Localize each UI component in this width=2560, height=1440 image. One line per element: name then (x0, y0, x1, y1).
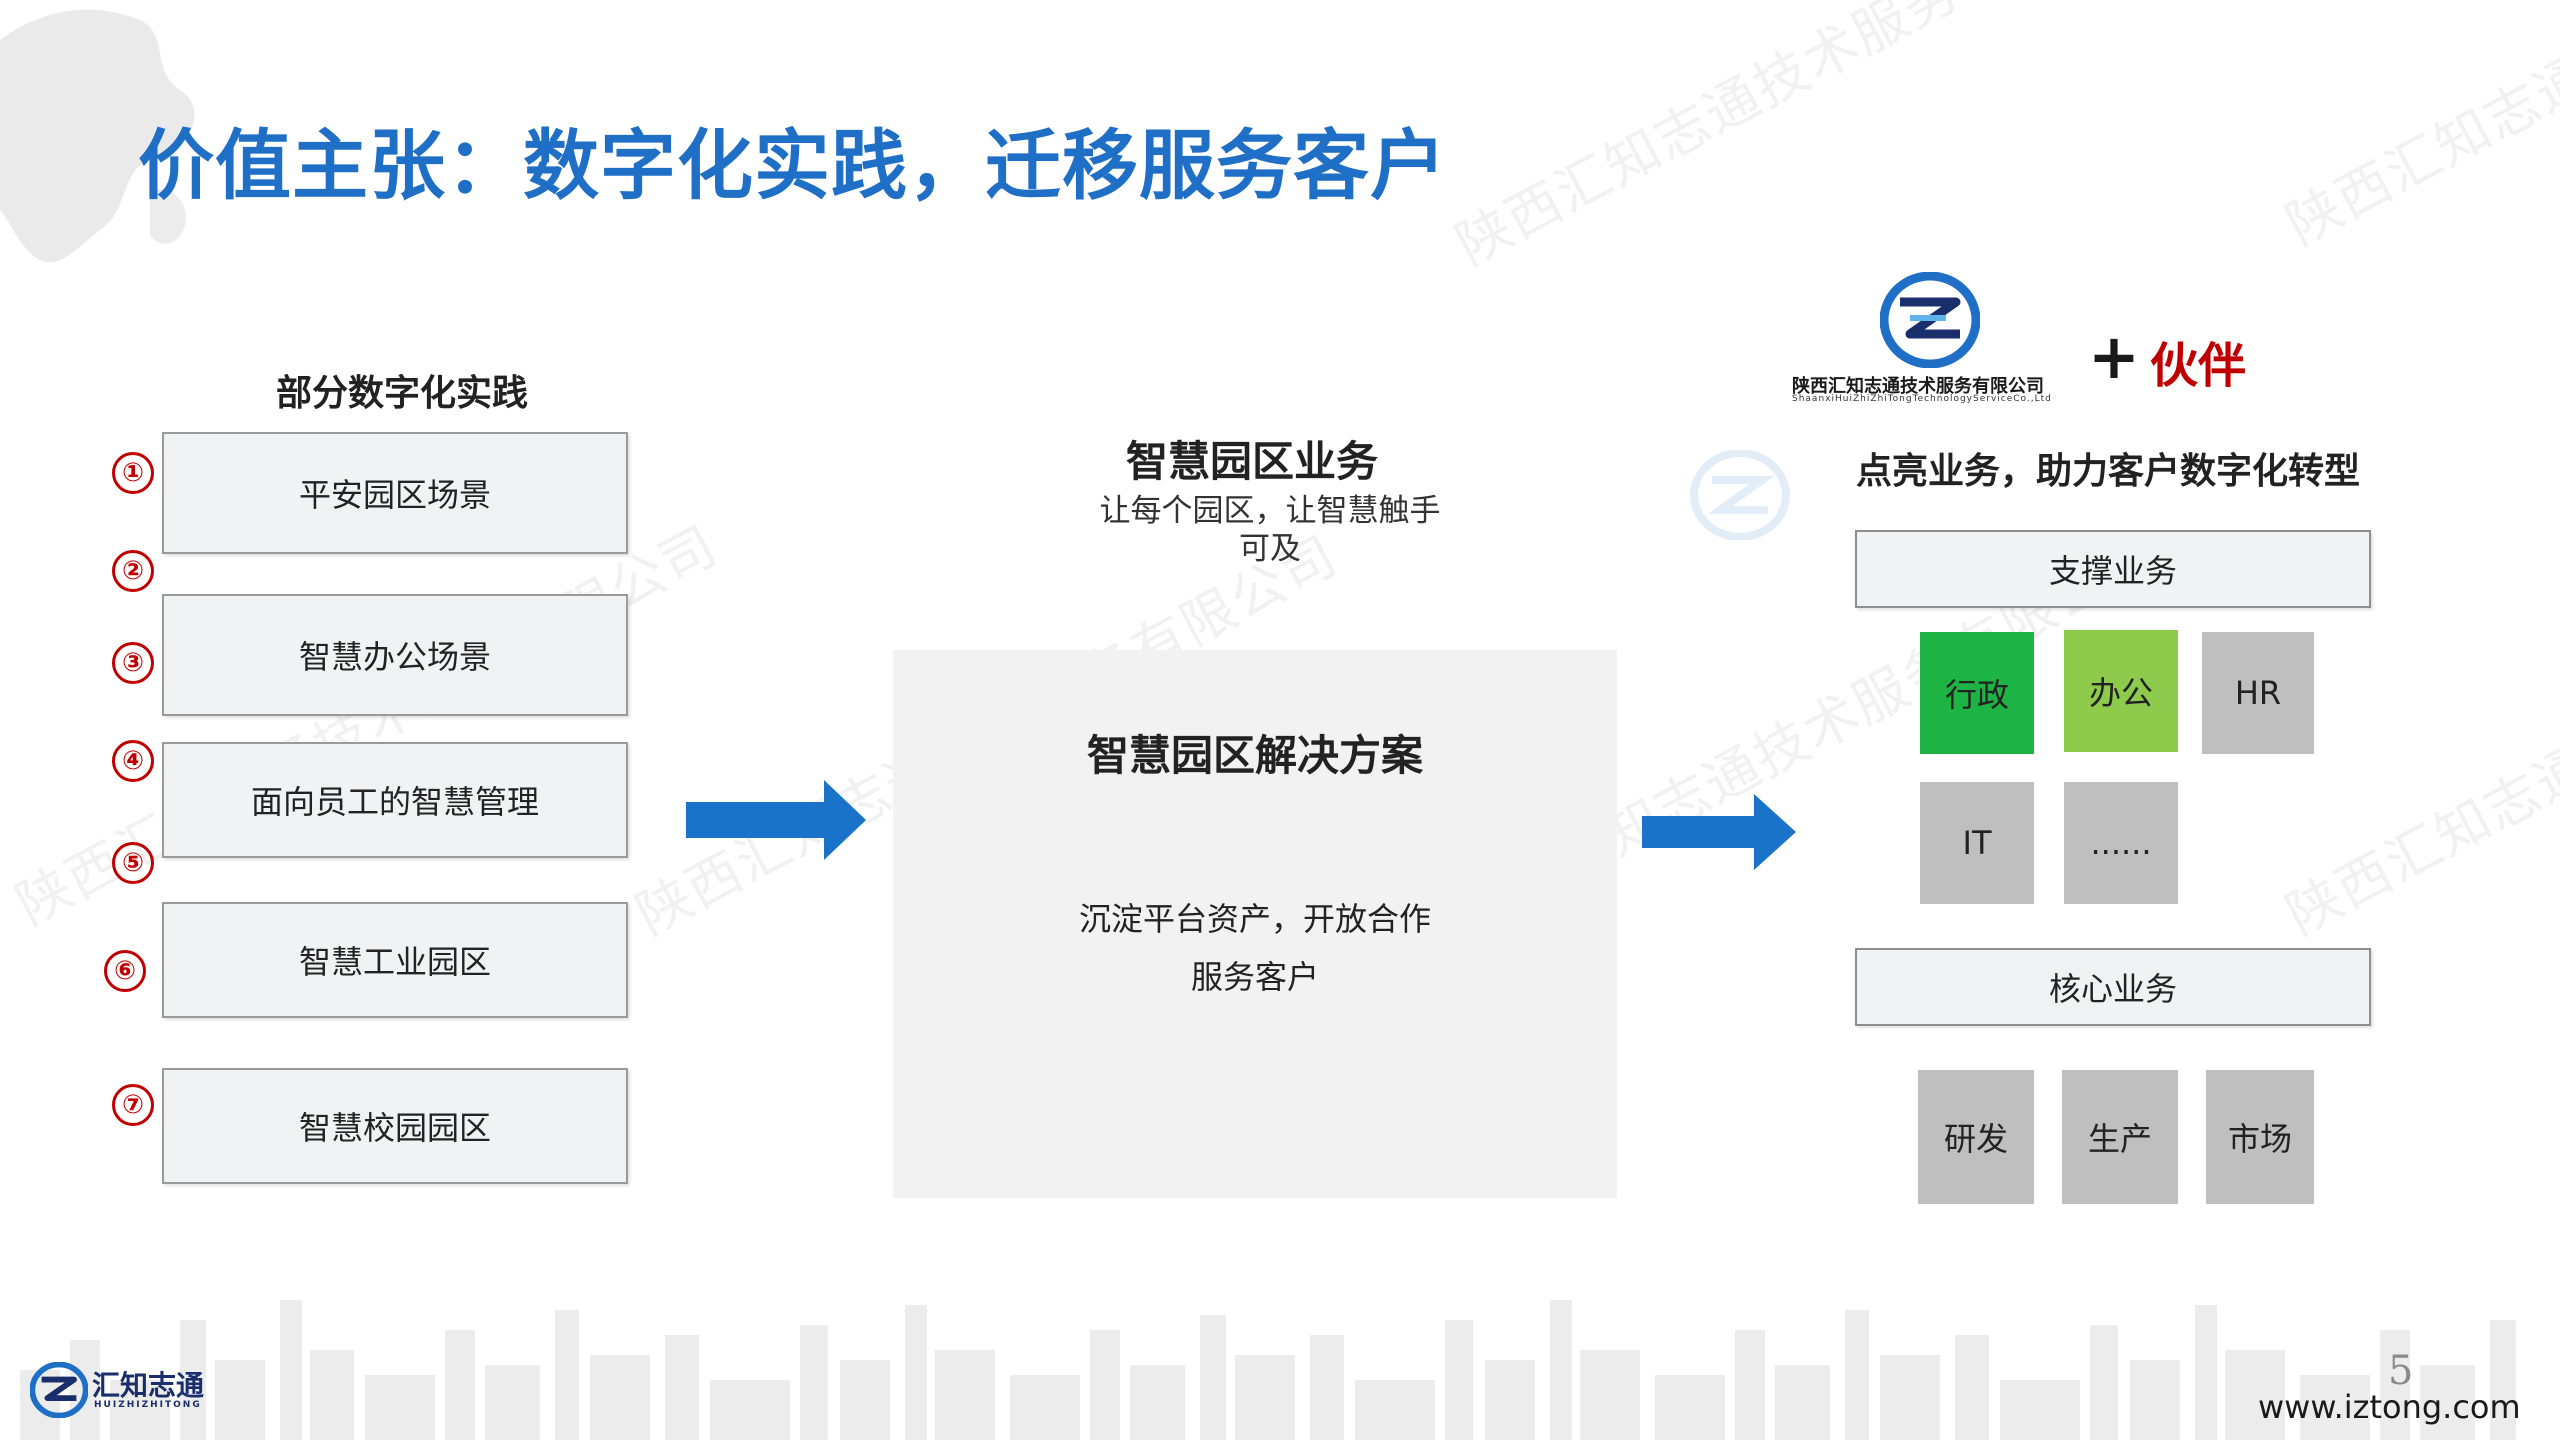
company-english-name: ShaanxiHuiZhiZhiTongTechnologyServiceCo.… (1792, 394, 2052, 404)
practice-label: 面向员工的智慧管理 (250, 783, 539, 821)
smart-park-business-subtitle: 让每个园区，让智慧触手 可及 (1060, 492, 1480, 568)
arrow-right-icon (1642, 794, 1796, 870)
support-business-label: 支撑业务 (2048, 552, 2177, 590)
tile-label: 研发 (1943, 1120, 2008, 1158)
tile-market: 市场 (2206, 1070, 2314, 1204)
tile-it: IT (1920, 782, 2034, 904)
practice-label: 智慧校园园区 (298, 1109, 491, 1147)
watermark: 陕西汇知志通技术服务有限公司 (1446, 0, 2168, 278)
world-map-decoration (0, 9, 195, 263)
page-number: 5 (2388, 1348, 2414, 1394)
partner-label: 伙伴 (2150, 338, 2247, 394)
solution-panel: 智慧园区解决方案 沉淀平台资产，开放合作 服务客户 (893, 650, 1617, 1198)
footer-logo-text: 汇知志通 (92, 1369, 205, 1402)
tile-admin: 行政 (1920, 632, 2034, 754)
practice-campus-park: 智慧校园园区 (162, 1068, 628, 1184)
company-name: 陕西汇知志通技术服务有限公司 (1792, 376, 2044, 397)
support-business-bar: 支撑业务 (1855, 530, 2371, 608)
tile-label: 行政 (1944, 676, 2009, 714)
solution-title: 智慧园区解决方案 (1086, 731, 1423, 780)
page-title: 价值主张：数字化实践，迁移服务客户 (138, 121, 1447, 210)
tile-label: ...... (2090, 824, 2152, 862)
number-badge-7: ⑦ (112, 1084, 154, 1126)
number-badge-6: ⑥ (104, 950, 146, 992)
number-badge-3: ③ (112, 642, 154, 684)
solution-line: 服务客户 (1190, 958, 1319, 996)
tile-hr: HR (2202, 632, 2314, 754)
practice-label: 智慧办公场景 (298, 638, 491, 676)
practice-label: 智慧工业园区 (298, 943, 491, 981)
practice-industrial-park: 智慧工业园区 (162, 902, 628, 1018)
plus-sign: + (2088, 320, 2140, 393)
arrow-right-icon (686, 780, 866, 860)
tile-production: 生产 (2062, 1070, 2178, 1204)
practice-smart-office: 智慧办公场景 (162, 594, 628, 716)
core-business-label: 核心业务 (2048, 970, 2177, 1008)
practice-employee-management: 面向员工的智慧管理 (162, 742, 628, 858)
number-badge-4: ④ (112, 740, 154, 782)
watermark: 陕西汇知志通技术服务有限公司 (2276, 0, 2560, 258)
tile-more: ...... (2064, 782, 2178, 904)
number-badge-1: ① (112, 452, 154, 494)
right-heading: 点亮业务，助力客户数字化转型 (1856, 451, 2361, 492)
company-logo-icon (1880, 272, 1980, 368)
footer-logo-subtext: HUIZHIZHITONG (94, 1400, 202, 1410)
tile-label: IT (1962, 824, 1992, 862)
tile-label: 市场 (2227, 1120, 2292, 1158)
footer-logo-icon (30, 1362, 88, 1418)
number-badge-5: ⑤ (112, 842, 154, 884)
practice-heading: 部分数字化实践 (276, 373, 529, 414)
number-badge-2: ② (112, 550, 154, 592)
solution-line: 沉淀平台资产，开放合作 (1078, 900, 1431, 938)
practice-label: 平安园区场景 (298, 476, 491, 514)
subtitle-line: 可及 (1239, 531, 1301, 567)
practice-safe-park: 平安园区场景 (162, 432, 628, 554)
tile-label: 生产 (2087, 1120, 2152, 1158)
tile-office: 办公 (2064, 630, 2178, 752)
tile-label: HR (2234, 674, 2282, 712)
subtitle-line: 让每个园区，让智慧触手 (1099, 493, 1441, 529)
company-logo-watermark (1690, 450, 1790, 540)
tile-rnd: 研发 (1918, 1070, 2034, 1204)
tile-label: 办公 (2088, 674, 2153, 712)
watermark: 陕西汇知志通技术服务有限公司 (6, 513, 728, 938)
website-link[interactable]: www.iztong.com (2258, 1388, 2521, 1426)
core-business-bar: 核心业务 (1855, 948, 2371, 1026)
solution-description: 沉淀平台资产，开放合作 服务客户 (893, 890, 1617, 1006)
smart-park-business-heading: 智慧园区业务 (1126, 437, 1379, 486)
city-skyline-decoration (20, 1300, 2516, 1440)
